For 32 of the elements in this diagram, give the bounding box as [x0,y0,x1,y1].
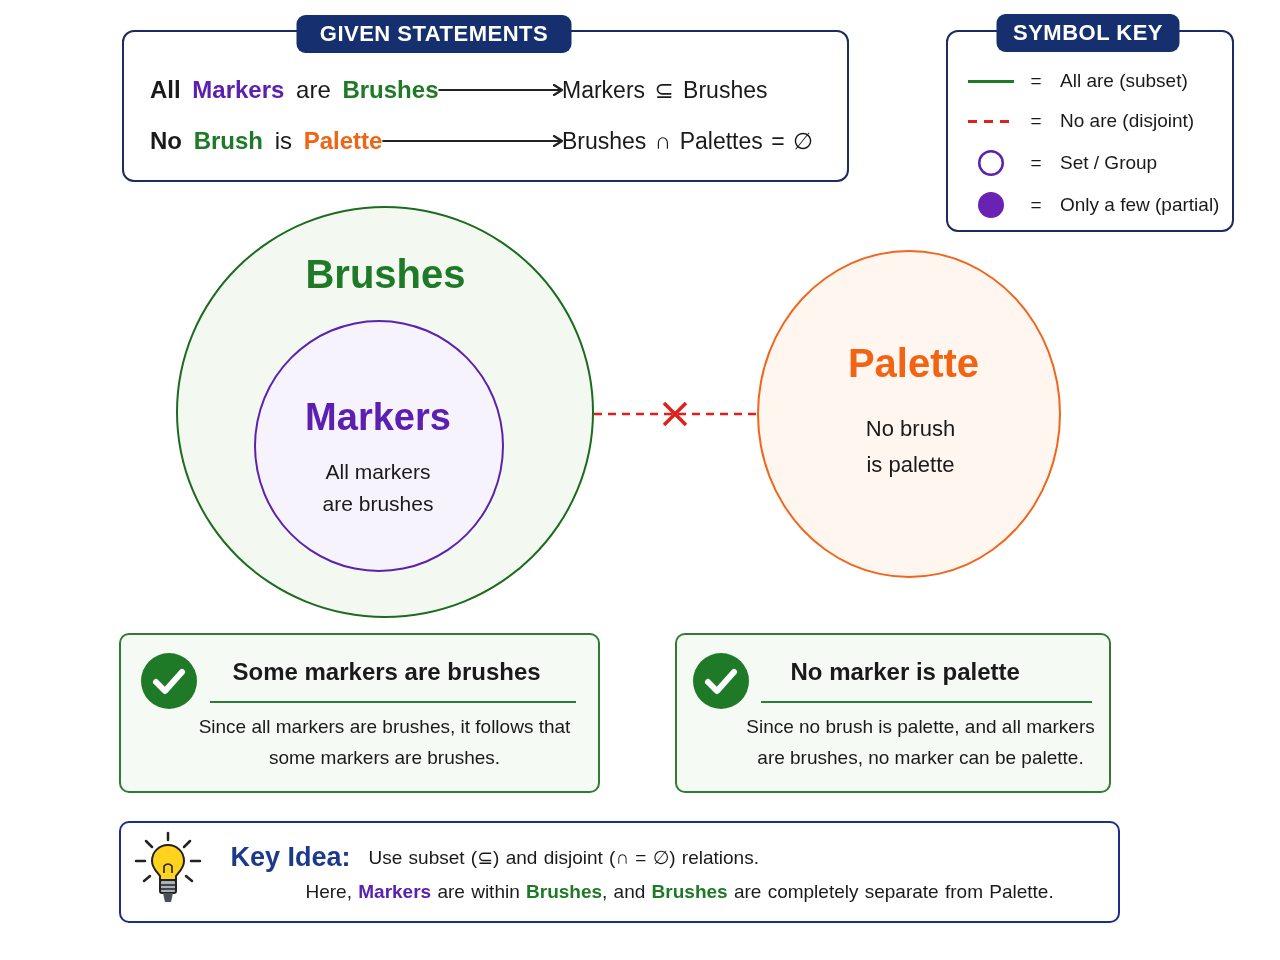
equals-sign: = [1030,69,1042,93]
dashed-connector [594,412,757,416]
legend-text: Set / Group [1060,151,1158,175]
set-title: Brushes [305,250,466,298]
conclusion-heading: Some markers are brushes [232,656,541,687]
conclusion-heading: No marker is palette [790,656,1020,687]
equals-sign: = [1030,151,1042,175]
set-description: All markers are brushes [321,459,435,517]
statement-text: All Markers are Brushes [150,75,439,105]
set-title: Palette [847,339,980,387]
equals-sign: = [1030,193,1042,217]
key-idea-heading: Key Idea: [230,840,351,874]
arrow [381,134,564,148]
legend-text: Only a few (partial) [1060,193,1220,217]
panel-heading: SYMBOL KEY [996,14,1180,52]
legend-text: All are (subset) [1060,69,1188,93]
conclusion-text: Since all markers are brushes, it follows that some markers are brushes. [197,714,572,770]
conclusion-card [675,633,1111,793]
formula-text: Brushes ∩ Palettes = ∅ [562,126,814,156]
formula-text: Markers ⊆ Brushes [562,75,768,105]
legend-text: No are (disjoint) [1060,109,1195,133]
key-idea-text: Here, Markers are within Brushes, and Brushes are completely separate from Palette. [305,879,1054,904]
equals-sign: = [1030,109,1042,133]
set-description: No brush is palette [864,414,957,479]
key-idea-text: Use subset (⊆) and disjoint (∩ = ∅) relations. [368,845,759,870]
conclusion-text: Since no brush is palette, and all markers are brushes, no marker can be palette. [745,714,1096,770]
arrow [437,83,564,97]
key-idea-panel [119,821,1120,923]
statement-text: No Brush is Palette [150,126,383,156]
conclusion-card [119,633,600,793]
panel-heading: GIVEN STATEMENTS [296,15,572,53]
set-title: Markers [305,395,451,440]
